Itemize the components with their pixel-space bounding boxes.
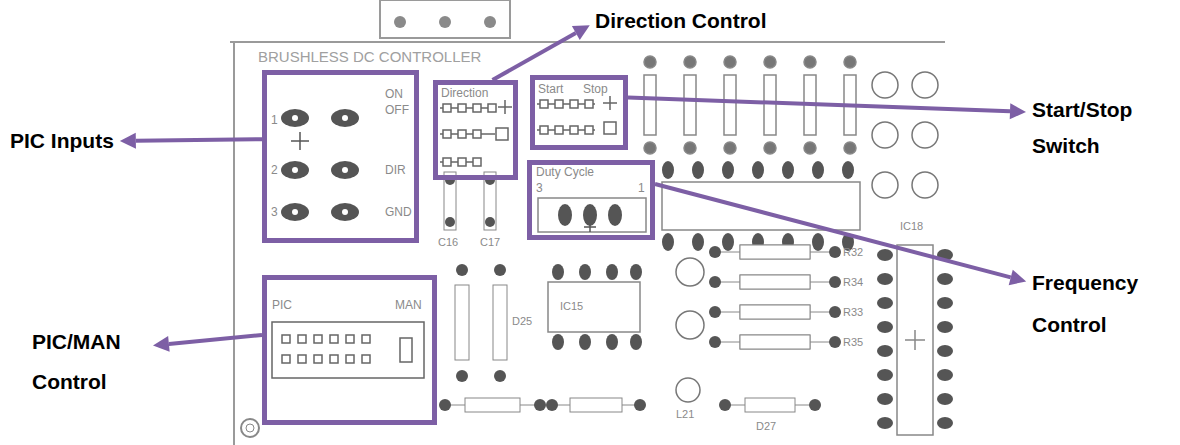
header-pads bbox=[281, 109, 359, 221]
part-name: L21 bbox=[676, 408, 694, 421]
silkscreen-label: DIR bbox=[385, 163, 406, 177]
silkscreen-label: 1 bbox=[638, 181, 645, 195]
silkscreen-label: 3 bbox=[536, 181, 543, 195]
jumper-pins bbox=[440, 100, 512, 166]
switch-pins bbox=[537, 96, 617, 134]
arrow-line bbox=[628, 98, 1010, 112]
potentiometer bbox=[538, 198, 646, 232]
arrow-head bbox=[153, 336, 170, 352]
callout-arrow bbox=[493, 25, 590, 80]
highlight-box: Duty Cycle 3 1 bbox=[527, 160, 655, 240]
ic-chip bbox=[548, 264, 642, 350]
highlight-box: 1 2 3 ON OFF DIR GND bbox=[262, 70, 419, 243]
part-name: R33 bbox=[843, 306, 863, 319]
callout-text: PIC/MAN Control bbox=[32, 322, 147, 402]
callout-label: PIC/MAN Control bbox=[32, 322, 147, 402]
resistors bbox=[709, 245, 841, 349]
callout-text: Frequency Control bbox=[1032, 262, 1164, 346]
highlight-box: PIC MAN bbox=[262, 275, 437, 425]
silkscreen-label: 1 bbox=[271, 113, 278, 127]
part-name: R34 bbox=[843, 276, 863, 289]
part-name: D27 bbox=[756, 420, 776, 433]
bottom-parts bbox=[241, 398, 821, 437]
highlight-box: Start Stop bbox=[530, 75, 628, 150]
callout-text: PIC Inputs bbox=[10, 128, 114, 154]
ic-chip bbox=[662, 161, 860, 251]
silkscreen-label: ON bbox=[385, 87, 403, 101]
part-name: IC18 bbox=[900, 220, 923, 233]
callout-arrow bbox=[120, 133, 262, 149]
highlight-box: Direction bbox=[433, 80, 518, 180]
top-header-pads bbox=[394, 16, 496, 28]
board-outline bbox=[230, 0, 945, 445]
board-title: BRUSHLESS DC CONTROLLER bbox=[258, 48, 481, 66]
silkscreen-label: 3 bbox=[271, 205, 278, 219]
arrow-head bbox=[1009, 270, 1027, 285]
arrow-line bbox=[655, 184, 1011, 277]
callout-arrow bbox=[153, 335, 262, 352]
callout-text: Start/Stop Switch bbox=[1032, 92, 1157, 164]
callout-label: PIC Inputs bbox=[10, 128, 114, 154]
callout-label: Frequency Control bbox=[1032, 262, 1164, 346]
part-name: IC15 bbox=[560, 300, 583, 313]
silkscreen-label: Start bbox=[538, 82, 563, 96]
arrow-head bbox=[572, 25, 590, 40]
arrow-head bbox=[1010, 103, 1026, 119]
mode-connector bbox=[272, 322, 424, 378]
transistors bbox=[676, 258, 704, 402]
part-name: C16 bbox=[438, 236, 458, 249]
callout-arrow bbox=[655, 184, 1026, 285]
part-name: D25 bbox=[512, 315, 532, 328]
callout-label: Start/Stop Switch bbox=[1032, 92, 1157, 164]
silkscreen-label: PIC bbox=[272, 298, 292, 312]
silkscreen-label: MAN bbox=[395, 298, 422, 312]
vertical-parts bbox=[455, 264, 507, 382]
silkscreen-label: Direction bbox=[441, 86, 488, 100]
part-name: R35 bbox=[843, 336, 863, 349]
callout-arrow bbox=[628, 98, 1026, 120]
part-name: R32 bbox=[843, 246, 863, 259]
capacitors bbox=[872, 72, 938, 198]
callout-text: Direction Control bbox=[595, 8, 767, 34]
small-capacitors bbox=[444, 172, 496, 230]
arrow-head bbox=[120, 133, 136, 149]
arrow-line bbox=[169, 335, 262, 344]
silkscreen-label: GND bbox=[385, 205, 412, 219]
silkscreen-label: OFF bbox=[385, 103, 409, 117]
silkscreen-label: Stop bbox=[583, 82, 608, 96]
part-name: C17 bbox=[480, 236, 500, 249]
ic-chip bbox=[877, 245, 953, 435]
silkscreen-label: 2 bbox=[271, 163, 278, 177]
callout-label: Direction Control bbox=[595, 8, 767, 34]
arrow-line bbox=[493, 33, 576, 80]
arrow-line bbox=[136, 139, 262, 141]
silkscreen-label: Duty Cycle bbox=[536, 165, 594, 179]
